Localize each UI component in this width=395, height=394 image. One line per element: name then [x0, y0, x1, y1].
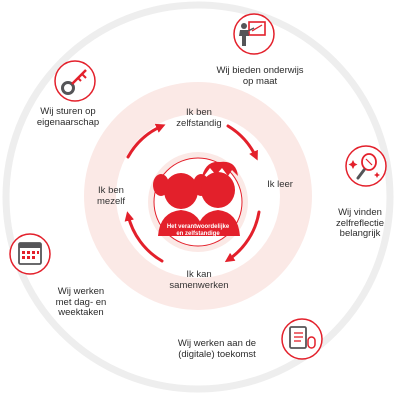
arrow-bottom-left: [124, 211, 164, 263]
cycle-label-zelfstandig: Ik ben zelfstandig: [176, 107, 222, 129]
pillar-label-weektaken: Wij werken met dag- en weektaken: [55, 286, 107, 318]
cycle-label-leer: Ik leer: [267, 179, 293, 190]
mirror-icon: [345, 145, 387, 187]
cycle-label-mezelf: Ik ben mezelf: [97, 185, 125, 207]
arrow-bottom-right: [224, 210, 261, 263]
center-label: Het verantwoordelijke en zelfstandige ki…: [166, 224, 230, 244]
children-icon: [153, 161, 240, 236]
pillar-label-onderwijs: Wij bieden onderwijs op maat: [216, 65, 304, 87]
calendar-icon: [9, 233, 51, 275]
pillar-label-eigenaarschap: Wij sturen op eigenaarschap: [36, 106, 100, 128]
teacher-board-icon: [233, 13, 275, 55]
pillar-label-zelfreflectie: Wij vinden zelfreflectie belangrijk: [335, 207, 385, 239]
cycle-arrows: [124, 123, 261, 263]
key-icon: [54, 60, 96, 102]
pillar-label-toekomst: Wij werken aan de (digitale) toekomst: [177, 338, 257, 360]
notebook-mouse-icon: [281, 318, 323, 360]
pillar-icons: [9, 13, 387, 360]
cycle-label-samenwerken: Ik kan samenwerken: [169, 269, 229, 291]
arrow-top-right: [226, 124, 258, 161]
arrow-top-left: [126, 123, 166, 159]
